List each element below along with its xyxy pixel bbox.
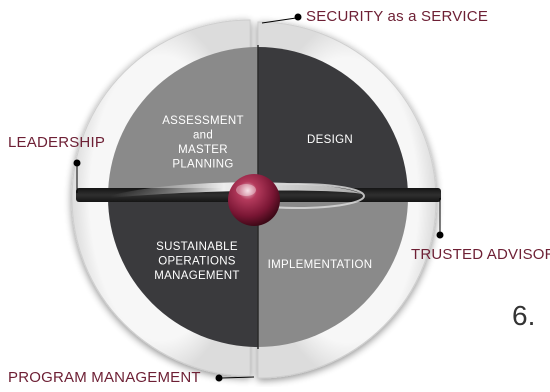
quadrant-implementation-line-1: IMPLEMENTATION [268, 259, 373, 271]
quadrant-implementation [258, 197, 408, 347]
connector-program [215, 374, 255, 382]
connector-trusted [436, 198, 444, 239]
quadrant-design-line-1: DESIGN [307, 134, 353, 146]
quadrant-sustainable-line-1: SUSTAINABLE [156, 241, 238, 253]
quadrant-label-design: DESIGN [307, 134, 353, 146]
quadrant-assessment [108, 47, 258, 197]
sphere-highlight [236, 184, 256, 196]
quadrant-assessment-line-1: ASSESSMENT [162, 115, 244, 127]
callout-security-as-a-service: SECURITY as a SERVICE [306, 8, 489, 25]
quadrant-label-implementation: IMPLEMENTATION [268, 259, 373, 271]
connector-leadership [73, 159, 81, 193]
connector-security [261, 13, 302, 24]
callout-leadership: LEADERSHIP [8, 134, 106, 151]
quadrant-assessment-line-3: MASTER [178, 144, 228, 156]
quadrant-label-sustainable: SUSTAINABLE OPERATIONS MANAGEMENT [154, 241, 239, 282]
center-sphere [228, 174, 280, 226]
quadrant-sustainable [108, 197, 258, 347]
callout-trusted-advisor: TRUSTED ADVISOR [411, 246, 550, 263]
page-number-fragment: 6. [512, 300, 536, 331]
quadrant-assessment-line-2: and [193, 130, 213, 142]
quadrant-design [258, 47, 408, 197]
callout-program-management: PROGRAM MANAGEMENT [8, 369, 201, 386]
quadrant-sustainable-line-2: OPERATIONS [158, 256, 236, 268]
quadrant-sustainable-line-3: MANAGEMENT [154, 270, 239, 282]
quadrant-assessment-line-4: PLANNING [172, 159, 233, 171]
